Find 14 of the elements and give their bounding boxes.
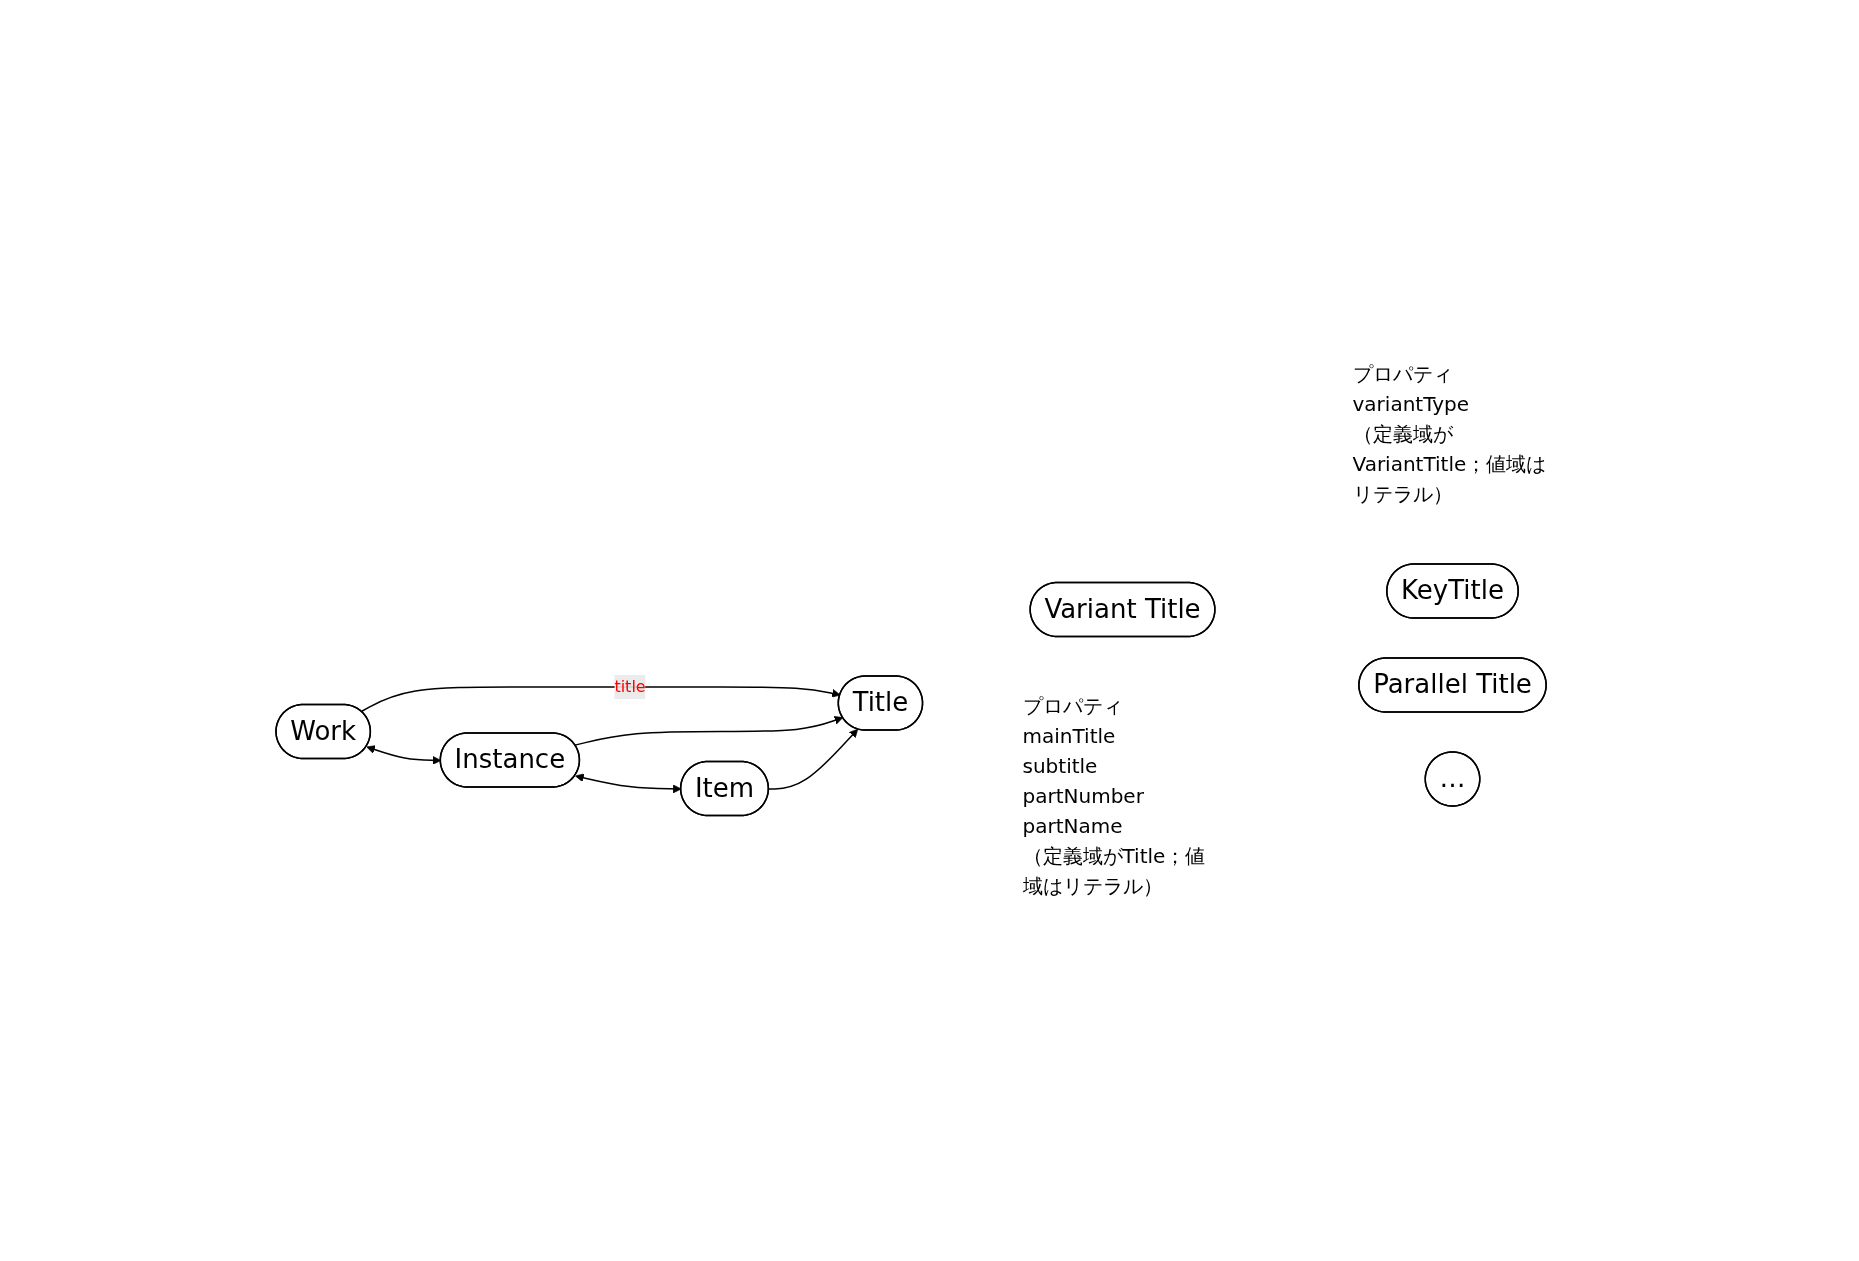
edge-label: title [614,677,646,697]
node-label: （定義域がTitle；値域はリテラル） [1022,844,1206,899]
arrow [575,773,682,794]
arrow [574,716,844,747]
node-label: subtitle [1022,754,1098,779]
node-label: （定義域がVariantTitle；値域はリテラル） [1352,422,1547,507]
node-label: プロパティ [1022,694,1123,719]
node-label: partName [1022,814,1123,839]
node-label: partNumber [1022,784,1145,809]
node-label: mainTitle [1022,724,1116,749]
node-label: プロパティ [1352,362,1453,387]
node-label: variantType [1352,392,1470,417]
arrow [360,686,841,713]
arrow [768,729,859,790]
